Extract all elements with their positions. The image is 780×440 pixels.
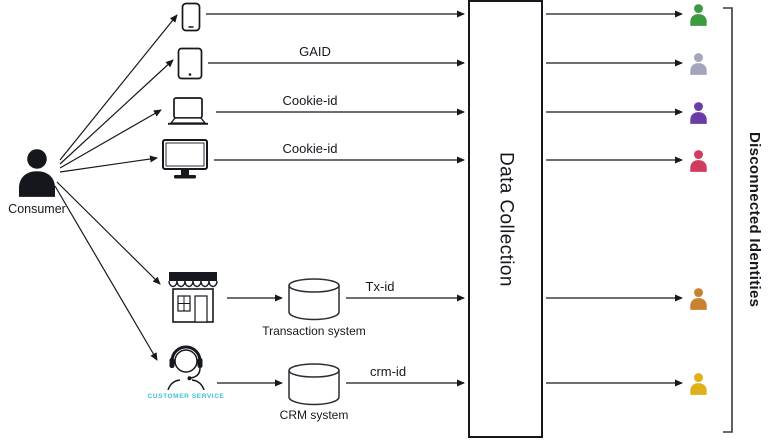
disconnected-identities-label: Disconnected Identities — [746, 132, 763, 308]
customer-service-caption: CUSTOMER SERVICE — [147, 393, 225, 400]
consumer-person-icon — [18, 149, 56, 197]
data-collection-box: Data Collection — [468, 0, 543, 438]
transaction-system-label: Transaction system — [262, 324, 366, 338]
arrow-consumer-to-customer-service — [54, 185, 158, 361]
grouping-bracket — [723, 7, 733, 433]
crm-database-icon — [288, 363, 340, 406]
cookie-id-label: Cookie-id — [282, 141, 338, 156]
tablet-icon — [177, 47, 203, 80]
arrow-consumer-to-tablet — [59, 59, 174, 165]
identity-person-icon — [690, 150, 707, 172]
customer-service-icon — [167, 345, 205, 390]
data-collection-label: Data Collection — [495, 151, 517, 287]
identity-person-icon — [690, 53, 707, 75]
consumer-label: Consumer — [8, 202, 66, 216]
arrow-consumer-to-monitor — [59, 155, 158, 173]
arrow-consumer-to-laptop — [59, 109, 162, 169]
identity-person-icon — [690, 4, 707, 26]
tx-id-label: Tx-id — [365, 279, 395, 294]
identity-person-icon — [690, 373, 707, 395]
desktop-monitor-icon — [162, 139, 208, 179]
disconnected-identities-label-wrap: Disconnected Identities — [746, 0, 763, 440]
identity-person-icon — [690, 288, 707, 310]
identity-person-icon — [690, 102, 707, 124]
crm-id-label: crm-id — [369, 364, 407, 379]
gaid-label: GAID — [299, 44, 331, 59]
laptop-icon — [168, 97, 208, 125]
crm-system-label: CRM system — [279, 408, 349, 422]
arrow-consumer-to-store — [56, 181, 161, 285]
cookie-id-label: Cookie-id — [282, 93, 338, 108]
transaction-database-icon — [288, 278, 340, 321]
retail-store-icon — [168, 272, 218, 323]
arrow-consumer-to-smartphone — [59, 14, 178, 161]
smartphone-icon — [181, 2, 201, 32]
